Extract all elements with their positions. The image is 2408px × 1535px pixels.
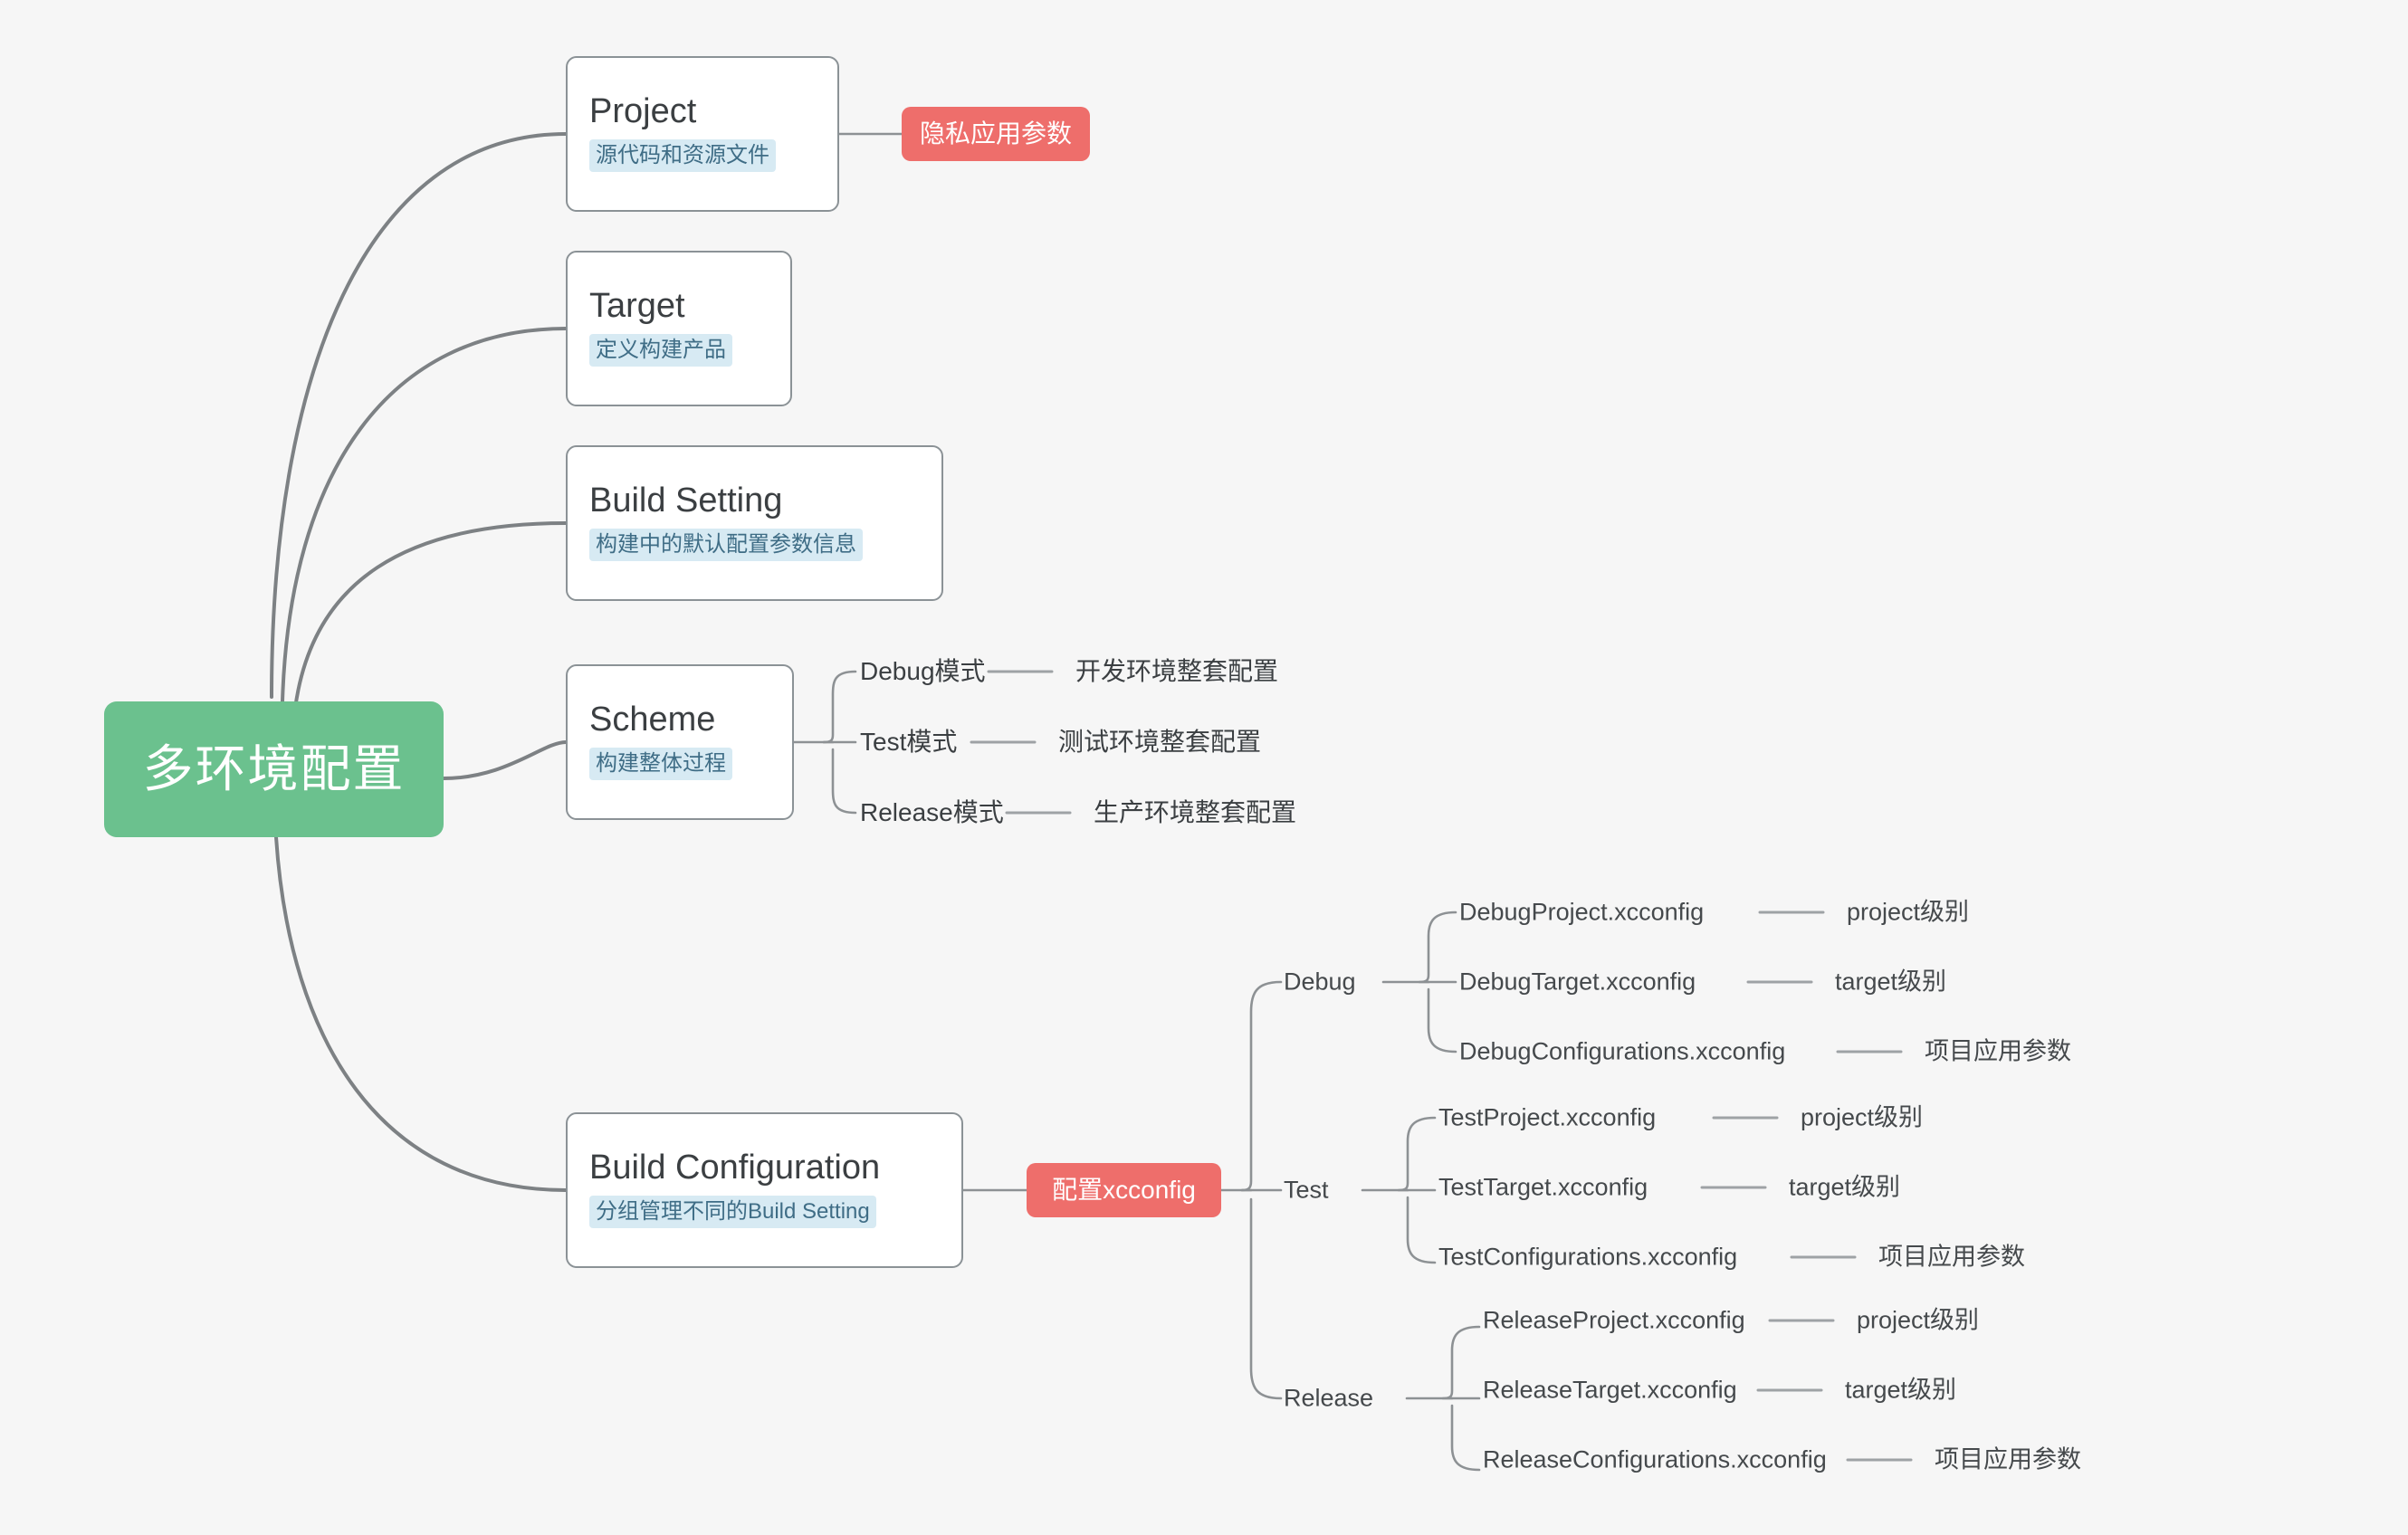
config-level-debug-project: project级别 [1847, 898, 1970, 926]
scheme-mode-debug[interactable]: Debug模式 [860, 657, 986, 685]
scheme-desc-release: 生产环境整套配置 [1094, 798, 1297, 826]
edge-root-buildsetting [293, 521, 568, 710]
config-group-debug[interactable]: Debug [1284, 968, 1356, 996]
config-level-test-project: project级别 [1801, 1103, 1924, 1131]
scheme-desc-debug: 开发环境整套配置 [1075, 657, 1279, 685]
card-project-subtitle: 源代码和资源文件 [589, 138, 776, 172]
card-scheme[interactable]: Scheme 构建整体过程 [566, 664, 794, 820]
config-group-test[interactable]: Test [1284, 1176, 1329, 1204]
card-build-setting[interactable]: Build Setting 构建中的默认配置参数信息 [566, 445, 943, 601]
config-file-release-configurations[interactable]: ReleaseConfigurations.xcconfig [1483, 1445, 1827, 1473]
card-project[interactable]: Project 源代码和资源文件 [566, 56, 839, 212]
tag-xcconfig[interactable]: 配置xcconfig [1027, 1163, 1221, 1217]
config-level-debug-configurations: 项目应用参数 [1925, 1037, 2071, 1065]
edge-root-scheme [442, 740, 568, 780]
config-file-release-target[interactable]: ReleaseTarget.xcconfig [1483, 1376, 1737, 1404]
config-level-test-target: target级别 [1789, 1173, 1901, 1201]
card-build-configuration-subtitle: 分组管理不同的Build Setting [589, 1195, 876, 1228]
config-level-release-configurations: 项目应用参数 [1935, 1445, 2081, 1473]
card-project-title: Project [589, 92, 697, 131]
edge-root-buildconfig [274, 835, 568, 1192]
bracket-test [1397, 1116, 1437, 1264]
scheme-mode-release[interactable]: Release模式 [860, 798, 1004, 826]
config-file-debug-project[interactable]: DebugProject.xcconfig [1459, 898, 1705, 926]
config-level-debug-target: target级别 [1835, 968, 1947, 996]
config-file-test-target[interactable]: TestTarget.xcconfig [1438, 1173, 1648, 1201]
card-build-setting-title: Build Setting [589, 481, 783, 520]
tag-privacy-params-label: 隐私应用参数 [919, 119, 1072, 148]
config-level-release-project: project级别 [1857, 1306, 1980, 1334]
scheme-desc-test: 测试环境整套配置 [1058, 728, 1262, 756]
config-level-test-configurations: 项目应用参数 [1878, 1243, 2025, 1271]
config-file-release-project[interactable]: ReleaseProject.xcconfig [1483, 1306, 1745, 1334]
card-build-configuration-title: Build Configuration [589, 1149, 881, 1187]
card-build-setting-subtitle: 构建中的默认配置参数信息 [589, 528, 863, 561]
scheme-mode-test[interactable]: Test模式 [860, 728, 958, 756]
bracket-release [1441, 1325, 1481, 1472]
tag-privacy-params[interactable]: 隐私应用参数 [902, 107, 1090, 161]
tag-xcconfig-label: 配置xcconfig [1052, 1176, 1196, 1204]
config-file-test-project[interactable]: TestProject.xcconfig [1438, 1103, 1657, 1131]
root-node-label: 多环境配置 [142, 740, 406, 797]
bracket-scheme [822, 670, 857, 815]
config-group-release[interactable]: Release [1284, 1384, 1374, 1412]
card-scheme-subtitle: 构建整体过程 [589, 747, 732, 780]
card-target[interactable]: Target 定义构建产品 [566, 251, 792, 406]
config-file-debug-target[interactable]: DebugTarget.xcconfig [1459, 968, 1696, 996]
config-file-test-configurations[interactable]: TestConfigurations.xcconfig [1438, 1243, 1738, 1271]
card-target-subtitle: 定义构建产品 [589, 333, 732, 367]
edge-root-project [270, 132, 568, 699]
edge-root-target [281, 327, 568, 703]
card-target-title: Target [589, 287, 685, 326]
card-build-configuration[interactable]: Build Configuration 分组管理不同的Build Setting [566, 1112, 963, 1268]
config-file-debug-configurations[interactable]: DebugConfigurations.xcconfig [1459, 1037, 1786, 1065]
config-level-release-target: target级别 [1845, 1376, 1957, 1404]
bracket-config-groups [1240, 980, 1283, 1400]
root-node[interactable]: 多环境配置 [104, 701, 444, 837]
card-scheme-title: Scheme [589, 701, 716, 739]
bracket-debug [1418, 911, 1457, 1054]
